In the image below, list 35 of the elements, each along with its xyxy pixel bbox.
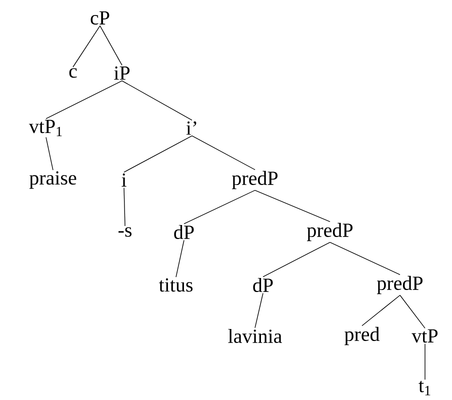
tree-label: -s <box>118 227 132 237</box>
tree-label: pred <box>344 326 380 346</box>
tree-branch <box>362 294 400 326</box>
tree-label: cP <box>90 11 110 25</box>
tree-branch <box>262 242 330 278</box>
tree-label: vtP$_{1}$ <box>28 120 62 136</box>
tree-label: predP <box>307 222 353 242</box>
tree-label: predP <box>377 276 423 294</box>
tree-label: dP <box>253 278 273 292</box>
tree-branch <box>254 292 264 328</box>
tree-label: i <box>122 173 126 187</box>
tree-branch <box>254 190 330 222</box>
tree-label: t$_{1}$ <box>418 380 430 396</box>
tree-branch <box>176 240 184 278</box>
tree-branch <box>122 80 192 120</box>
tree-label: praise <box>29 171 76 189</box>
tree-branch <box>124 187 126 226</box>
tree-branch <box>124 136 192 173</box>
tree-label: titus <box>158 278 193 292</box>
tree-branch <box>46 136 54 170</box>
tree-label: c <box>69 68 77 78</box>
tree-branch <box>72 26 100 68</box>
tree-branch <box>46 80 122 120</box>
tree-label: i’ <box>186 121 196 135</box>
tree-branch <box>400 294 426 329</box>
tree-branch <box>424 344 426 380</box>
tree-label: lavinia <box>228 328 282 344</box>
tree-branch <box>184 190 256 224</box>
tree-label: predP <box>232 170 278 190</box>
tree-branch <box>330 242 400 276</box>
tree-label: vtP <box>412 329 438 343</box>
tree-label: dP <box>174 224 194 240</box>
tree-branch <box>100 26 122 66</box>
tree-label: iP <box>114 66 130 80</box>
tree-branch <box>192 136 256 170</box>
